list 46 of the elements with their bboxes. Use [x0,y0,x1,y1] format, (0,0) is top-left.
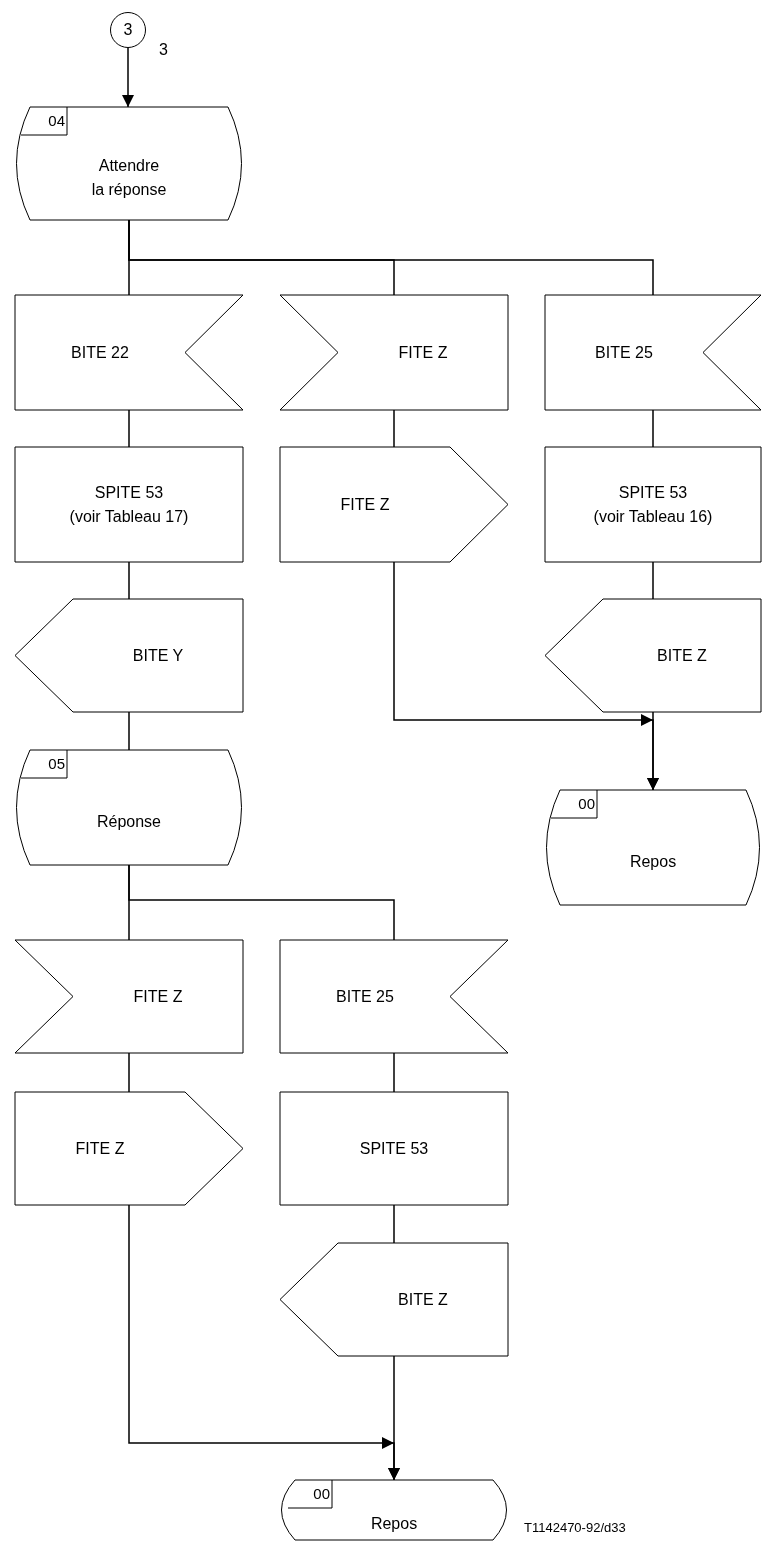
node-label: FITE Z [398,342,448,363]
connector-arrow [122,47,134,108]
state-number: 00 [312,1484,330,1504]
output-signal-symbol [15,1092,243,1205]
node-label: SPITE 53 [359,1138,429,1159]
output-signal-symbol [280,1243,508,1356]
state-symbol [15,107,243,220]
node-label: SPITE 53 [618,482,688,503]
node-label: (voir Tableau 16) [593,506,713,527]
state-number: 00 [577,794,595,814]
task-box [280,1092,508,1205]
state-name: Attendre la réponse [91,155,167,200]
connector-arrow [647,711,659,791]
input-signal-symbol [15,940,243,1053]
node-label: BITE Z [398,1289,448,1310]
node-label: FITE Z [340,494,390,515]
figure-reference: T1142470-92/d33 [524,1520,626,1536]
task-box [15,447,243,562]
state-symbol [280,1480,508,1540]
node-label: BITE Z [657,645,707,666]
input-signal-symbol [280,295,508,410]
node-label: BITE 22 [71,342,129,363]
node-label: FITE Z [133,986,183,1007]
state-name: Repos [369,1514,419,1534]
input-signal-symbol [545,295,761,410]
state-name: Réponse [95,811,162,832]
node-label: SPITE 53 [94,482,164,503]
connector-number: 3 [123,20,133,40]
node-label: (voir Tableau 17) [69,506,189,527]
state-symbol [545,790,761,905]
state-name: Repos [628,851,678,872]
task-box [545,447,761,562]
input-signal-symbol [15,295,243,410]
connector-arrow [388,1355,400,1481]
output-signal-symbol [545,599,761,712]
state-number: 04 [47,111,65,131]
connector-note: 3 [159,40,168,60]
node-label: FITE Z [75,1138,125,1159]
node-label: BITE 25 [336,986,394,1007]
output-signal-symbol [280,447,508,562]
state-number: 05 [47,754,65,774]
state-symbol [15,750,243,865]
output-signal-symbol [15,599,243,712]
node-label: BITE 25 [595,342,653,363]
node-label: BITE Y [132,645,184,666]
input-signal-symbol [280,940,508,1053]
